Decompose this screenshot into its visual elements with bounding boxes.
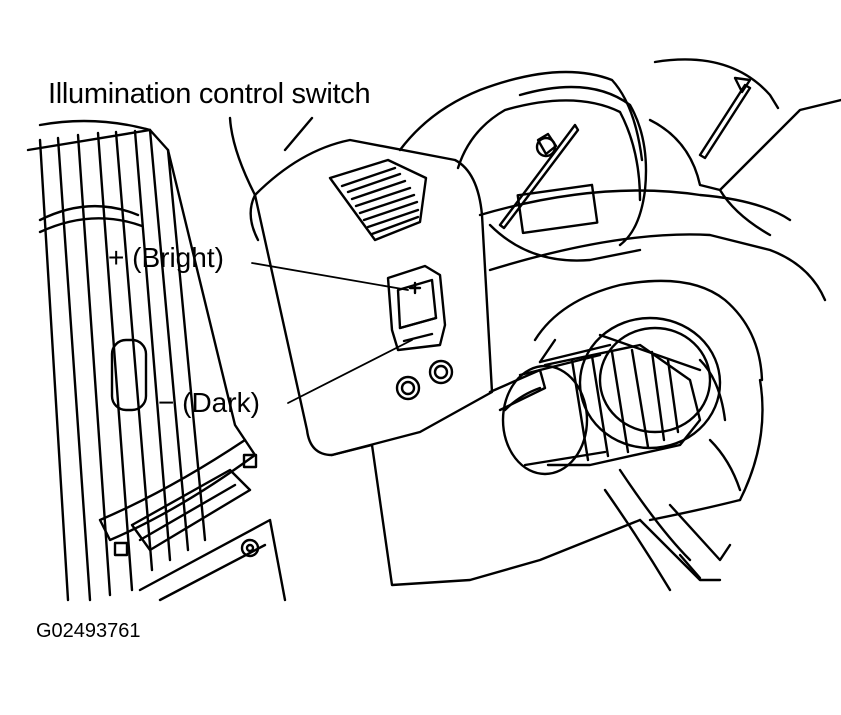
dark-label: − (Dark) (158, 387, 260, 418)
thumb-wheel (330, 160, 426, 240)
illumination-rocker-switch (388, 266, 445, 350)
steering-column-shroud (480, 191, 825, 581)
leader-lines (252, 263, 412, 403)
small-knobs (397, 361, 452, 399)
figure-id: G02493761 (36, 620, 141, 642)
bright-leader-line (252, 263, 408, 290)
dark-leader-line (288, 340, 412, 403)
air-vent (28, 121, 255, 600)
gauge-cluster (400, 59, 841, 260)
switch-panel (230, 118, 640, 585)
lower-steering-area (605, 360, 740, 590)
bright-label: + (Bright) (108, 242, 224, 273)
lower-console (115, 455, 285, 600)
combination-lever (490, 318, 720, 474)
illumination-control-switch-label: Illumination control switch (48, 78, 371, 110)
